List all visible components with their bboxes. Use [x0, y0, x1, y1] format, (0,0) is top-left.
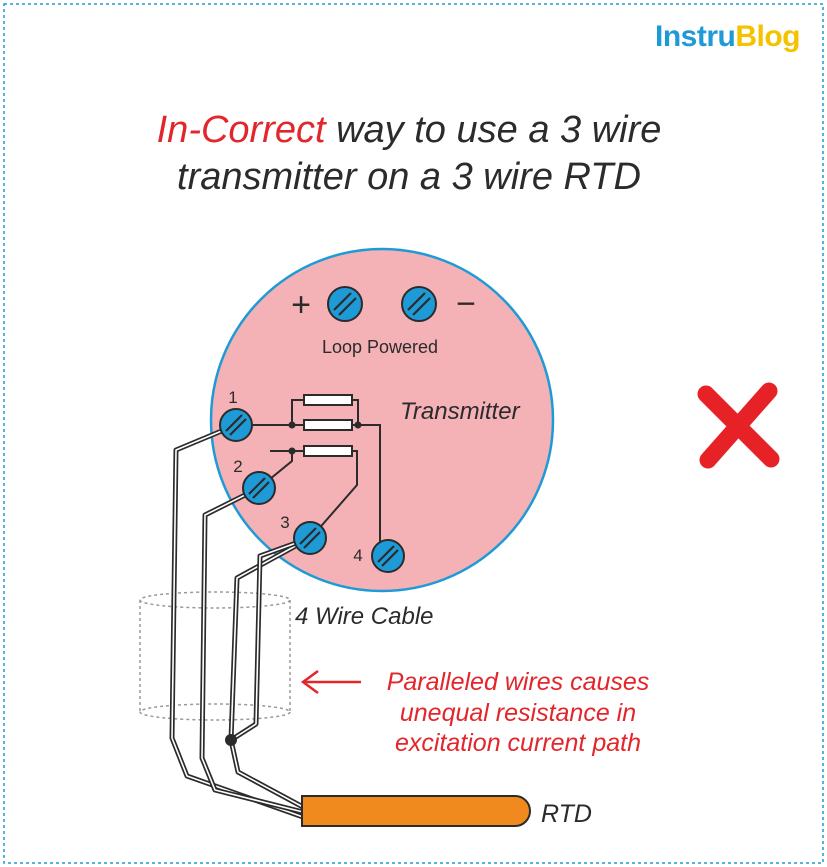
- plus-sign: +: [291, 286, 311, 324]
- resistor-bottom: [303, 445, 353, 457]
- node-dot: [288, 447, 296, 455]
- wire-terminal-3a: [228, 535, 313, 810]
- cable-label: 4 Wire Cable: [295, 603, 434, 630]
- terminal-4-screw-icon: [371, 539, 405, 573]
- wire-terminal-3b-core: [230, 537, 311, 741]
- minus-terminal-hatch: [407, 292, 426, 311]
- rtd-label: RTD: [541, 800, 592, 828]
- minus-terminal-hatch: [412, 297, 431, 316]
- logo-instru: Instru: [655, 20, 735, 53]
- junction-dot: [225, 734, 237, 746]
- transmitter-body: [209, 247, 555, 593]
- cable-bottom-ellipse: [139, 703, 291, 721]
- wire-terminal-2-core: [201, 487, 304, 813]
- terminal-1-screw-icon: [219, 408, 253, 442]
- resistor-network: [236, 394, 381, 546]
- plus-terminal-hatch: [338, 297, 357, 316]
- terminal-3-screw-icon: [293, 521, 327, 555]
- terminal-1-label: 1: [228, 388, 237, 407]
- cable-outline: [139, 591, 291, 721]
- arrow-left-icon: [300, 669, 361, 695]
- plus-terminal-screw-icon: [327, 286, 363, 322]
- plus-terminal-hatch: [333, 292, 352, 311]
- rtd-sensor: [301, 795, 531, 827]
- title-highlight: In-Correct: [157, 109, 327, 151]
- cable-top-ellipse: [139, 591, 291, 609]
- terminal-3: [293, 521, 327, 555]
- terminal-hatch: [299, 527, 317, 545]
- terminal-4: [371, 539, 405, 573]
- cross-icon: [697, 382, 780, 469]
- plus-terminal: [327, 286, 363, 322]
- terminal-1: [219, 408, 253, 442]
- loop-powered-label: Loop Powered: [322, 337, 438, 357]
- note-line-2: unequal resistance in: [400, 699, 636, 727]
- resistor-middle: [303, 419, 353, 431]
- minus-terminal: [401, 286, 437, 322]
- logo-blog: Blog: [735, 20, 800, 53]
- terminal-2: [242, 471, 276, 505]
- cross-stroke-2: [699, 382, 778, 469]
- terminal-hatch: [252, 481, 270, 499]
- title-rest: way to use a 3 wire: [326, 109, 662, 151]
- terminal-hatch: [377, 545, 395, 563]
- resistor-top: [303, 394, 353, 406]
- minus-terminal-screw-icon: [401, 286, 437, 322]
- terminal-hatch: [225, 414, 243, 432]
- wire-terminal-1-core: [171, 424, 304, 818]
- terminal-2-label: 2: [233, 457, 242, 476]
- terminal-hatch: [248, 477, 266, 495]
- logo: InstruBlog: [655, 20, 800, 53]
- terminal-hatch: [381, 549, 399, 567]
- terminal-2-screw-icon: [242, 471, 276, 505]
- internal-wire-terminal-1-4: [236, 424, 381, 546]
- note-line-1: Paralleled wires causes: [387, 668, 650, 696]
- title-line-2: transmitter on a 3 wire RTD: [177, 156, 641, 198]
- terminal-4-label: 4: [353, 546, 362, 565]
- node-dot: [288, 421, 296, 429]
- terminal-hatch: [303, 531, 321, 549]
- page-border: [3, 3, 824, 864]
- minus-sign: −: [456, 285, 476, 323]
- terminal-hatch: [229, 418, 247, 436]
- node-dot: [354, 421, 362, 429]
- title-line-1: In-Correct way to use a 3 wire: [157, 109, 662, 151]
- arrow-head: [300, 669, 319, 695]
- transmitter-label: Transmitter: [400, 398, 521, 425]
- note-line-3: excitation current path: [395, 729, 641, 757]
- terminal-3-label: 3: [280, 513, 289, 532]
- wire-terminal-3a-core: [230, 537, 311, 808]
